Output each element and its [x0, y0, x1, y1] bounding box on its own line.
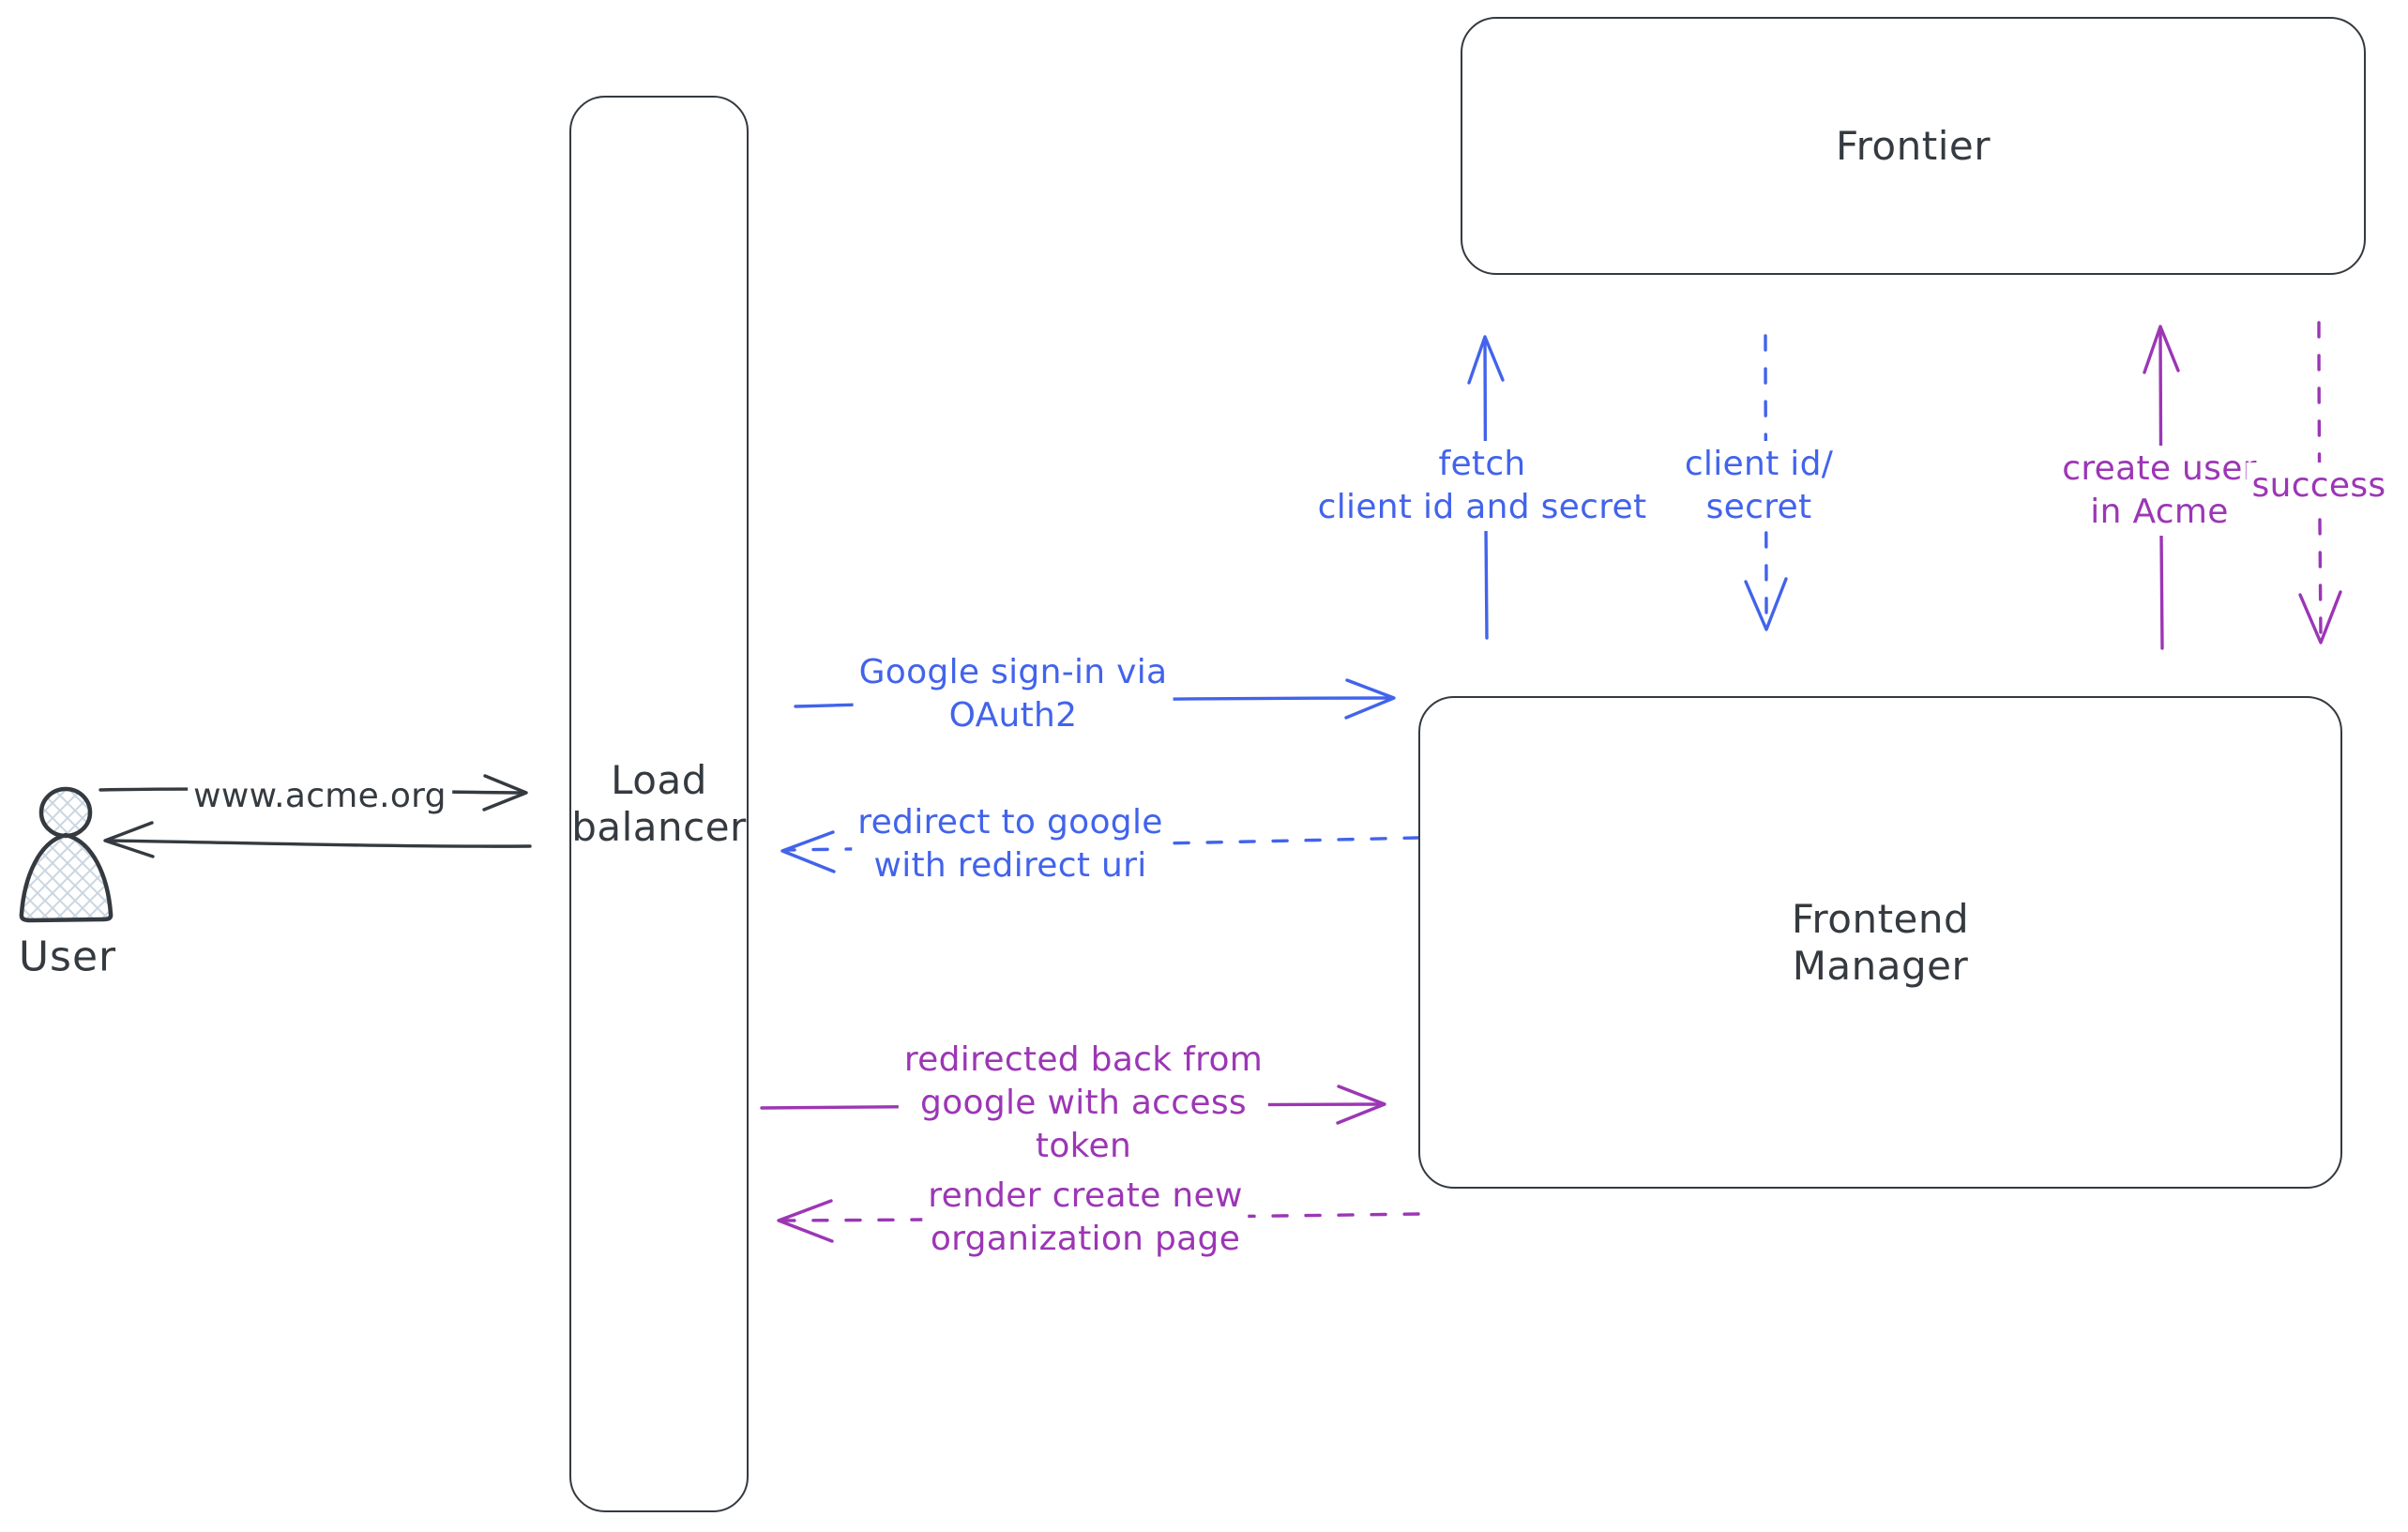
edge-label-create-user: create user in Acme: [2056, 446, 2263, 536]
frontend-manager-label: Frontend Manager: [1791, 895, 1970, 989]
arrow-success: [2298, 321, 2342, 645]
node-load-balancer: Load balancer: [569, 96, 749, 1512]
edge-label-www-acme: www.acme.org: [188, 773, 452, 820]
edge-label-google-signin: Google sign-in via OAuth2: [853, 649, 1174, 739]
edge-label-render-page: render create new organization page: [922, 1173, 1249, 1263]
arrow-lb-to-user: [103, 821, 532, 858]
edge-label-client-id-secret: client id/ secret: [1678, 441, 1840, 531]
load-balancer-label: Load balancer: [571, 757, 747, 850]
node-frontend-manager: Frontend Manager: [1418, 696, 2342, 1189]
user-body: [19, 832, 114, 923]
arrow-redirect-google: [780, 830, 1420, 873]
edge-label-redirected-back: redirected back from google with access …: [898, 1037, 1269, 1170]
node-frontier: Frontier: [1461, 17, 2366, 275]
edge-label-redirect-google: redirect to google with redirect uri: [852, 799, 1169, 889]
edge-label-fetch-secret: fetch client id and secret: [1311, 441, 1653, 531]
edge-label-success: success: [2246, 463, 2392, 509]
user-head: [38, 786, 93, 839]
user-icon: [19, 786, 114, 923]
arrow-render-page: [777, 1199, 1420, 1243]
user-label: User: [18, 933, 117, 981]
frontier-label: Frontier: [1835, 122, 1991, 169]
